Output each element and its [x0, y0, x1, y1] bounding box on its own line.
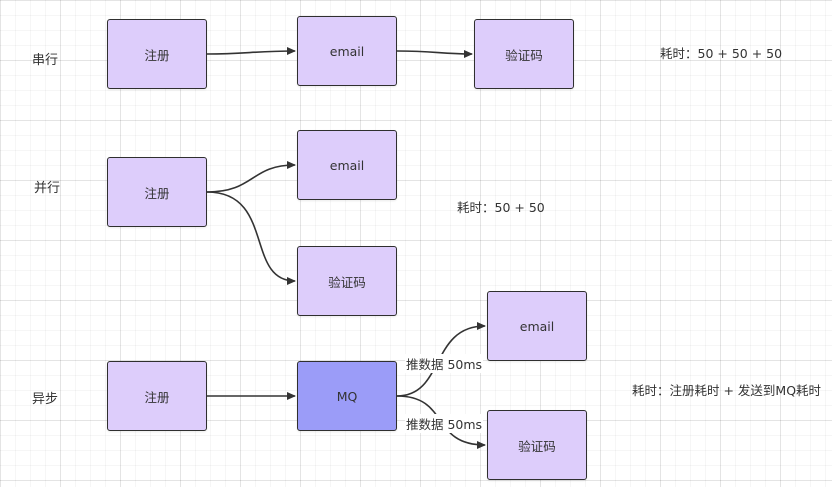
- edge-parallel-register-to-email: [206, 161, 296, 193]
- async-mq-node[interactable]: MQ: [297, 361, 397, 431]
- section-label-serial: 串行: [32, 53, 59, 68]
- async-email-node[interactable]: email: [487, 291, 587, 361]
- async-code-node[interactable]: 验证码: [487, 410, 587, 480]
- parallel-email-node[interactable]: email: [297, 130, 397, 200]
- parallel-code-node[interactable]: 验证码: [297, 246, 397, 316]
- edge-serial-register-to-email: [206, 47, 296, 56]
- serial-code-node[interactable]: 验证码: [474, 19, 574, 89]
- async-register-node[interactable]: 注册: [107, 361, 207, 431]
- serial-time-note: 耗时：50 + 50 + 50: [660, 46, 783, 61]
- section-label-async: 异步: [32, 392, 59, 407]
- serial-email-node[interactable]: email: [297, 16, 397, 86]
- async-edge-label-to-code: 推数据 50ms: [405, 414, 484, 433]
- edge-serial-email-to-code: [396, 49, 473, 58]
- serial-register-node[interactable]: 注册: [107, 19, 207, 89]
- async-edge-label-to-email: 推数据 50ms: [405, 354, 484, 373]
- parallel-time-note: 耗时：50 + 50: [457, 200, 545, 215]
- parallel-register-node[interactable]: 注册: [107, 157, 207, 227]
- async-time-note: 耗时：注册耗时 + 发送到MQ耗时: [632, 383, 822, 398]
- edge-parallel-register-to-code: [206, 191, 296, 285]
- section-label-parallel: 并行: [34, 181, 61, 196]
